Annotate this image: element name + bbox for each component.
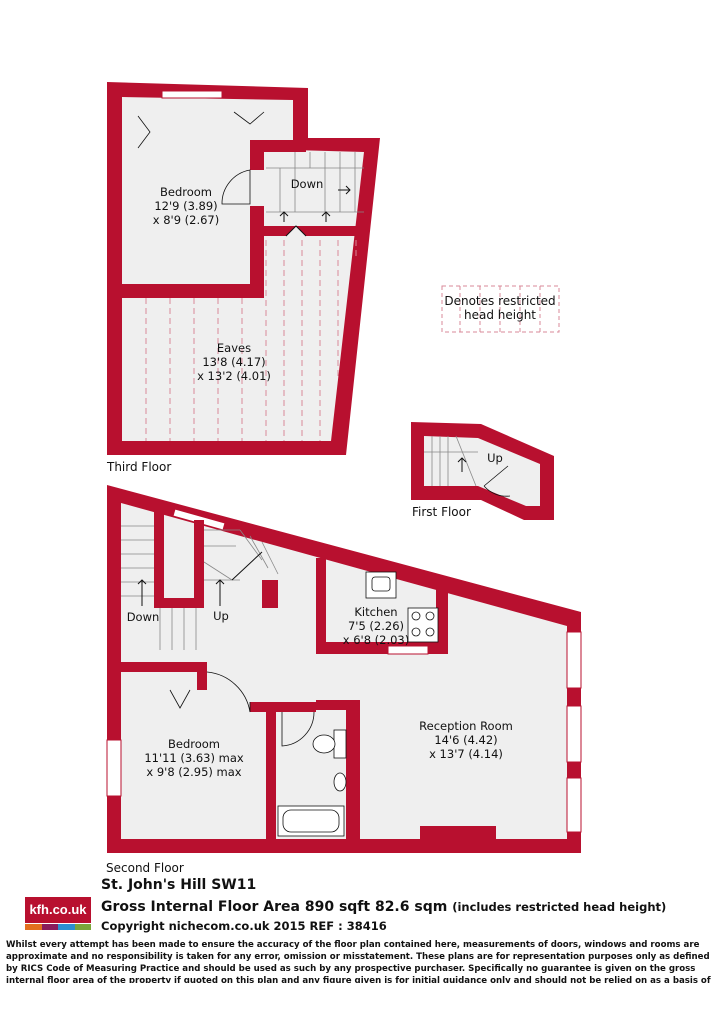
logo-text: kfh.co.uk	[25, 897, 91, 923]
internal-wall	[121, 662, 207, 672]
room-name: Eaves	[217, 341, 251, 355]
logo-stripes	[25, 924, 91, 930]
wardrobe-door	[233, 111, 265, 125]
bath-icon	[277, 805, 345, 837]
window	[566, 631, 582, 689]
window	[566, 705, 582, 763]
wardrobe-door	[169, 689, 191, 709]
arrow-up-icon	[321, 211, 331, 222]
copyright: Copyright nichecom.co.uk 2015 REF : 3841…	[101, 919, 387, 933]
restricted-head-height	[145, 240, 357, 441]
door-swing	[285, 225, 307, 237]
window	[161, 90, 223, 99]
internal-wall	[250, 140, 306, 152]
second-floor-interior	[121, 503, 567, 839]
room-name: Bedroom	[168, 737, 220, 751]
floor-plan: Bedroom 12'9 (3.89) x 8'9 (2.67) Down Ea…	[106, 82, 582, 875]
arrow-right-icon	[338, 185, 351, 195]
arrow-up-icon	[215, 579, 225, 606]
kfh-logo: kfh.co.uk	[25, 897, 91, 931]
doorway	[248, 170, 266, 206]
logo-stripe	[58, 924, 75, 930]
floor-area: Gross Internal Floor Area 890 sqft 82.6 …	[101, 899, 666, 915]
first-floor-interior	[424, 436, 540, 506]
arrow-up-icon	[279, 211, 289, 222]
internal-wall	[197, 662, 207, 690]
window	[387, 645, 429, 655]
stair-label: Up	[487, 451, 503, 465]
toilet-icon	[312, 734, 336, 754]
sink-basin	[371, 576, 391, 592]
door-swing	[221, 169, 251, 205]
floor-area-note: (includes restricted head height)	[452, 900, 667, 914]
legend-text: head height	[464, 308, 536, 322]
internal-wall	[122, 284, 262, 298]
first-floor-stairs	[424, 435, 478, 487]
room-name: Bedroom	[160, 185, 212, 199]
room-dimension: 11'11 (3.63) max	[144, 751, 244, 765]
disclaimer: Whilst every attempt has been made to en…	[6, 940, 711, 983]
internal-wall	[316, 700, 360, 710]
internal-wall	[316, 558, 326, 648]
internal-wall	[154, 512, 164, 608]
stair-direction-line	[231, 551, 263, 581]
internal-wall	[346, 702, 360, 839]
arrow-up-icon	[137, 579, 147, 606]
legend: Denotes restricted head height	[441, 285, 560, 333]
internal-wall	[266, 702, 276, 839]
internal-wall	[262, 226, 364, 236]
internal-wall	[262, 580, 278, 608]
logo-stripe	[74, 924, 91, 930]
property-address: St. John's Hill SW11	[101, 877, 257, 893]
stair-label: Up	[213, 609, 229, 623]
door-swing	[281, 711, 315, 747]
room-dimension: 12'9 (3.89)	[154, 199, 217, 213]
first-floor: Up First Floor	[411, 422, 554, 520]
second-floor: Kitchen 7'5 (2.26) x 6'8 (2.03) Receptio…	[106, 485, 582, 875]
third-floor: Bedroom 12'9 (3.89) x 8'9 (2.67) Down Ea…	[106, 82, 380, 474]
door-swing	[206, 671, 251, 713]
internal-wall	[194, 520, 204, 608]
floor-title: First Floor	[412, 505, 471, 519]
internal-wall	[436, 588, 448, 654]
room-dimension: x 13'2 (4.01)	[197, 369, 271, 383]
arrow-up-icon	[457, 457, 467, 472]
cistern	[333, 729, 347, 759]
room-dimension: 14'6 (4.42)	[434, 733, 497, 747]
room-dimension: x 13'7 (4.14)	[429, 747, 503, 761]
room-name: Reception Room	[419, 719, 513, 733]
floor-title: Third Floor	[106, 460, 171, 474]
room-dimension: x 8'9 (2.67)	[153, 213, 220, 227]
door-swing	[483, 465, 511, 497]
room-dimension: 7'5 (2.26)	[348, 619, 404, 633]
internal-wall	[266, 702, 316, 712]
floor-title: Second Floor	[106, 861, 184, 875]
stair-label: Down	[127, 610, 160, 624]
room-dimension: x 9'8 (2.95) max	[146, 765, 241, 779]
window	[566, 777, 582, 833]
internal-wall	[250, 702, 276, 712]
room-name: Kitchen	[354, 605, 397, 619]
third-floor-interior	[122, 97, 364, 441]
legend-text: Denotes restricted	[444, 294, 555, 308]
sink-icon	[365, 571, 397, 599]
window	[106, 739, 122, 797]
third-floor-stairs	[266, 152, 364, 213]
logo-stripe	[41, 924, 58, 930]
hob-icon	[407, 607, 439, 643]
second-floor-stairs-down	[121, 525, 197, 650]
stair-label: Down	[291, 177, 324, 191]
basin-icon	[333, 772, 347, 792]
floor-area-value: Gross Internal Floor Area 890 sqft 82.6 …	[101, 899, 448, 915]
room-dimension: x 6'8 (2.03)	[343, 633, 410, 647]
logo-stripe	[25, 924, 42, 930]
wardrobe-door	[137, 115, 151, 149]
fireplace	[420, 826, 496, 840]
internal-wall	[154, 598, 194, 608]
room-dimension: 13'8 (4.17)	[202, 355, 265, 369]
